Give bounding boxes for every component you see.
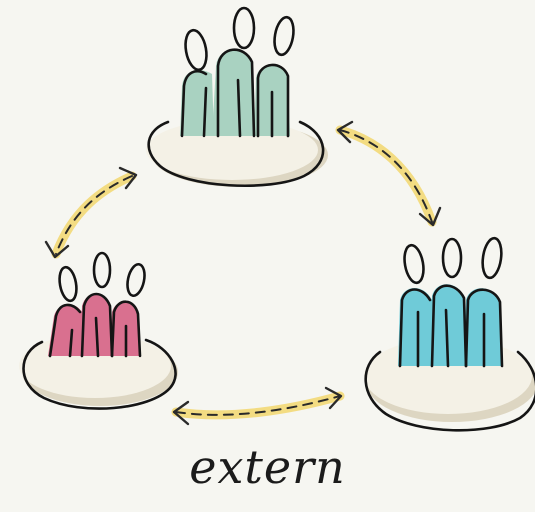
- arrowhead-top-right-end2: [418, 206, 442, 227]
- person-left-2-head: [92, 251, 112, 289]
- person-top-1-outline: [180, 70, 208, 138]
- person-right-3-head: [481, 236, 503, 280]
- people-right: [398, 236, 504, 368]
- person-left-1-outline: [48, 303, 82, 358]
- person-right-2-body: [430, 284, 466, 366]
- person-right-3-outline: [464, 288, 504, 368]
- arrowhead-top-left-end2: [44, 240, 70, 259]
- person-top-2-body: [212, 49, 256, 136]
- platform-top-outline: [147, 120, 325, 187]
- person-right-1-head: [403, 243, 425, 285]
- arrowhead-top-left-end1: [118, 166, 138, 190]
- person-top-2-outline: [216, 48, 256, 138]
- person-right-2-head: [441, 237, 463, 279]
- people-left: [48, 251, 146, 358]
- group-left: [19, 251, 178, 410]
- person-left-1-body: [48, 304, 86, 356]
- arrowhead-left-right-end1: [172, 400, 190, 426]
- platform-left-outline: [22, 338, 177, 410]
- group-top: [146, 6, 328, 187]
- person-top-3-outline: [256, 63, 290, 138]
- person-right-1-outline: [398, 288, 432, 368]
- person-right-1-body: [398, 288, 434, 366]
- person-left-3-outline: [110, 300, 142, 358]
- person-left-1-head: [58, 265, 78, 303]
- arrow-top-right: [335, 120, 442, 227]
- arrowhead-left-right-end2: [324, 386, 343, 410]
- arrowhead-top-right-end1: [336, 120, 354, 144]
- caption-label: extern: [189, 440, 346, 494]
- platform-right-outline: [364, 350, 535, 432]
- person-top-2-head: [232, 6, 256, 50]
- people-top: [180, 6, 295, 138]
- arrow-left-right: [171, 386, 345, 426]
- group-right: [364, 236, 535, 432]
- person-right-2-outline: [430, 284, 468, 368]
- person-left-3-head: [126, 262, 146, 298]
- person-top-3-head: [273, 15, 295, 57]
- person-left-2-outline: [80, 292, 114, 358]
- arrow-top-left: [44, 166, 138, 259]
- person-top-1-head: [184, 28, 208, 72]
